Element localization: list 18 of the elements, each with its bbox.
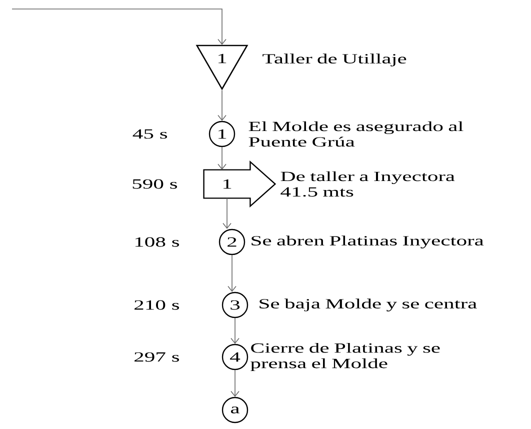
- arrow: [218, 146, 226, 170]
- arrow: [230, 370, 240, 397]
- arrow: [12, 8, 226, 45]
- duration-label: 590 s: [132, 179, 178, 189]
- step-description: Se abren Platinas Inyectora: [252, 236, 484, 248]
- duration-label: 210 s: [134, 300, 180, 310]
- step-description: De taller a Inyectora 41.5 mts: [280, 171, 455, 197]
- arrow: [228, 254, 236, 292]
- duration-label: 108 s: [135, 237, 180, 247]
- arrow: [222, 198, 232, 229]
- step-description: Taller de Utillaje: [262, 54, 406, 66]
- arrow: [230, 318, 240, 344]
- duration-label: 45 s: [132, 129, 168, 139]
- arrow: [218, 90, 226, 121]
- step-description: Se baja Molde y se centra: [260, 298, 477, 312]
- step-description: Cierre de Platinas y se prensa el Molde: [250, 342, 440, 372]
- step-description: El Molde es asegurado al Puente Grúa: [248, 121, 464, 147]
- duration-label: 297 s: [134, 352, 180, 362]
